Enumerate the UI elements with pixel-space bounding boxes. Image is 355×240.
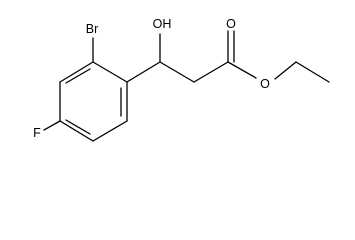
ethyl-bond [295,61,330,83]
ch2-carbonyl-bond [193,61,229,83]
ring-bond [92,120,128,142]
hydroxyl-label: OH [153,17,172,31]
c-f-bond [43,120,61,131]
chemical-structure-diagram: Br OH O O F [33,17,330,142]
fluorine-label: F [33,126,41,140]
ring-bond [59,120,94,142]
ring-double-bond [65,119,91,135]
carbonyl-oxygen-label: O [226,17,236,31]
ring-bond [92,61,128,83]
ring-to-choh-bond [126,61,161,83]
o-ch2-bond [274,61,297,80]
benzene-ring [59,61,128,142]
ester-oxygen-label: O [260,77,270,91]
bromine-label: Br [86,22,99,36]
choh-ch2-bond [159,61,195,83]
c-o-ester-bond [227,61,257,79]
ring-bond [59,61,94,83]
ring-double-bond [65,68,91,84]
